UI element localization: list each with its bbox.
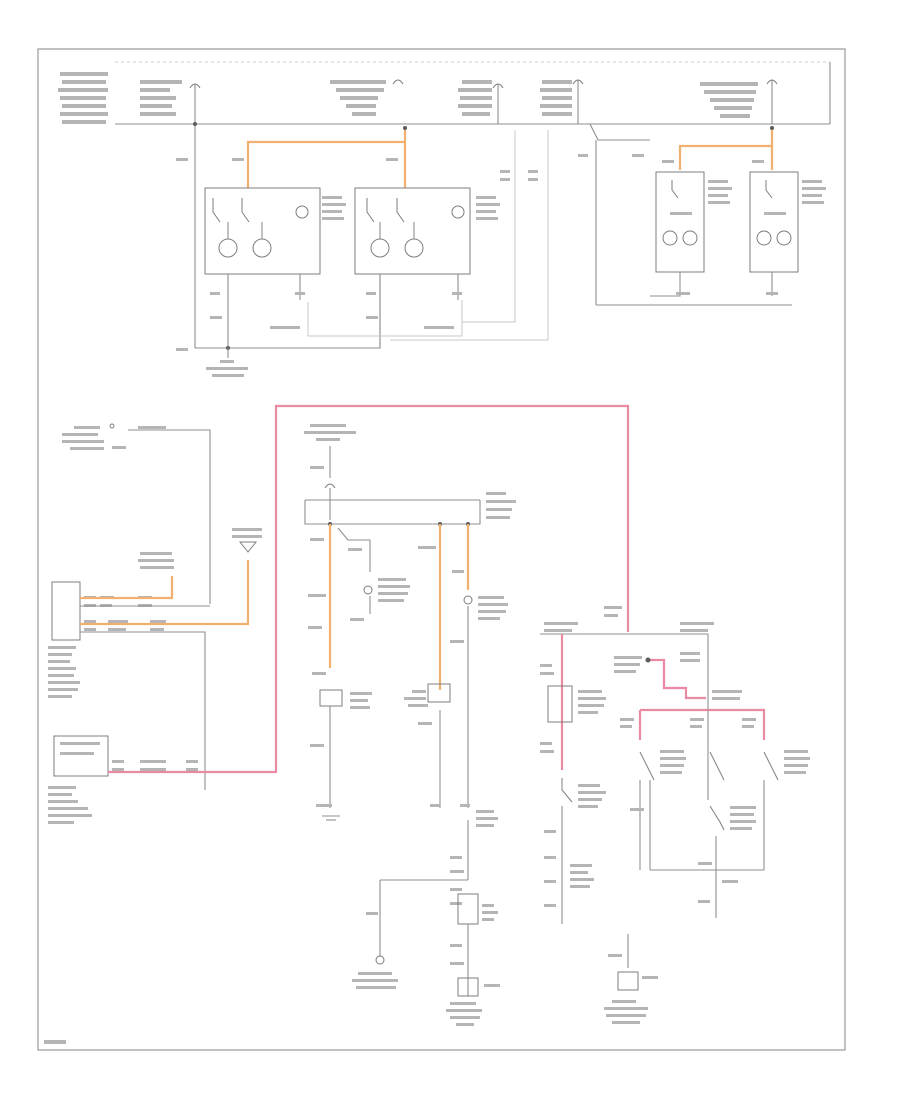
center-splice-pack (304, 424, 516, 526)
inadvertent-power-relay (352, 820, 500, 1026)
fuse-2 (330, 79, 404, 116)
dimmer-switch-connector (48, 423, 262, 790)
fuse-4 (540, 79, 584, 124)
door-lock-switch-block (540, 606, 810, 924)
rear-door-switch-circuits (404, 524, 508, 827)
body-control-module-connector (48, 404, 630, 824)
fuse-block-bus (58, 62, 831, 125)
left-courtesy-lamp-group (176, 122, 549, 377)
fuse-3 (458, 80, 504, 124)
door-jamb-switch-circuits (308, 524, 410, 821)
right-vanity-lamp-group (578, 123, 826, 306)
rear-door-lock-switch (604, 934, 658, 1024)
diagram-frame (37, 48, 846, 1051)
footer-code (44, 1040, 66, 1044)
fuse-1 (140, 80, 201, 124)
fuse-5 (700, 79, 778, 124)
